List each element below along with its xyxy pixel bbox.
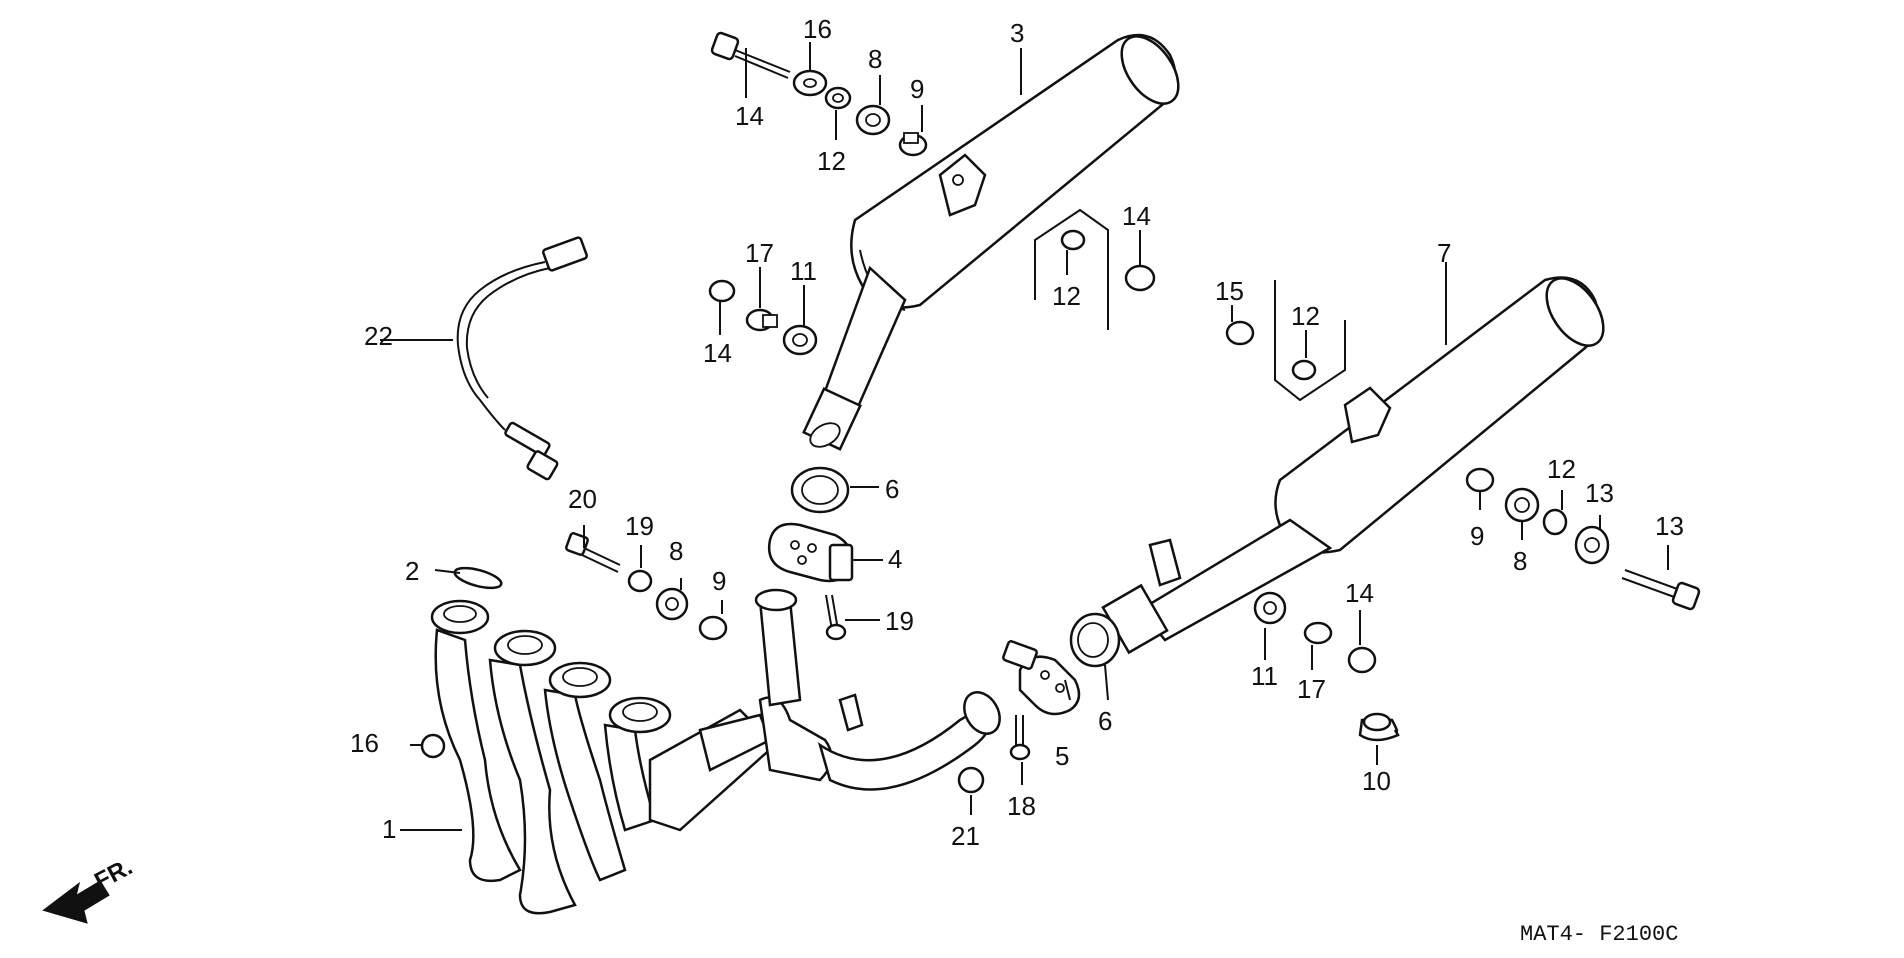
bolt-14-c <box>1225 320 1255 346</box>
grommet-8-lower-left <box>655 587 689 621</box>
callout-label: 8 <box>868 44 882 74</box>
callout-label: 20 <box>568 484 597 514</box>
callout-label: 1 <box>382 814 396 844</box>
callout-label: 18 <box>1007 791 1036 821</box>
washer-18 <box>627 569 653 593</box>
collar-9-upper <box>898 132 928 157</box>
callout-label: 7 <box>1437 238 1451 268</box>
callout-label: 8 <box>1513 546 1527 576</box>
callout-label: 11 <box>1251 661 1278 691</box>
callout-label: 3 <box>1010 18 1024 48</box>
callout-label: 2 <box>405 556 419 586</box>
bolt-19-lower <box>1009 715 1031 761</box>
leader-lines <box>380 42 1669 831</box>
callout-label: 13 <box>1585 478 1614 508</box>
nut-14-b <box>1124 264 1156 292</box>
callout-label: 17 <box>745 238 774 268</box>
bolt-13-lower <box>1621 569 1701 611</box>
callout-label: 6 <box>1098 706 1112 736</box>
collar-9-lower-right <box>1465 467 1495 493</box>
grommet-11-upper <box>782 324 818 356</box>
callout-label: 12 <box>817 146 846 176</box>
cap-10 <box>1358 712 1400 742</box>
diagram-code: MAT4- F2100C <box>1520 922 1678 947</box>
collar-17-upper <box>745 308 778 332</box>
callout-label: 22 <box>364 321 393 351</box>
muffler-lower <box>1101 276 1605 655</box>
callout-label: 4 <box>888 544 902 574</box>
callout-label: 12 <box>1547 454 1576 484</box>
clamp-lower <box>1002 640 1081 716</box>
callout-label: 15 <box>1215 276 1244 306</box>
callout-label: 14 <box>1345 578 1374 608</box>
callout-label: 8 <box>669 536 683 566</box>
callout-label: 16 <box>803 14 832 44</box>
washer-16-upper <box>792 69 828 97</box>
callout-label: 13 <box>1655 511 1684 541</box>
washer-12-lower-right <box>1542 508 1568 536</box>
gasket-upper <box>790 466 850 514</box>
callout-label: 14 <box>703 338 732 368</box>
callout-label: 12 <box>1291 301 1320 331</box>
bolt-upper <box>710 31 791 79</box>
washer-12-upper <box>824 86 852 110</box>
callout-label: 6 <box>885 474 899 504</box>
grommet-8-upper <box>855 104 891 136</box>
washer-16-lower-right <box>1574 525 1610 565</box>
collar-17-lower <box>1303 621 1333 645</box>
exhaust-header-pipes <box>430 588 1001 915</box>
callout-label: 19 <box>885 606 914 636</box>
muffler-upper <box>802 33 1180 451</box>
callout-label: 12 <box>1052 281 1081 311</box>
callout-label: 10 <box>1362 766 1391 796</box>
callout-label: 5 <box>1055 741 1069 771</box>
nut-14-d <box>1347 646 1377 674</box>
nut-15 <box>420 733 446 759</box>
gasket-lower <box>1069 612 1121 668</box>
callout-label: 21 <box>951 821 980 851</box>
callout-label: 9 <box>1470 521 1484 551</box>
callout-label: 16 <box>350 728 379 758</box>
callout-label: 14 <box>1122 201 1151 231</box>
callout-label: 17 <box>1297 674 1326 704</box>
bolt-14-a <box>708 279 736 303</box>
grommet-8-lower-right <box>1504 487 1540 523</box>
callout-label: 19 <box>625 511 654 541</box>
callout-label: 9 <box>712 566 726 596</box>
bracket-12-upper <box>1034 208 1109 330</box>
nut-21 <box>957 766 985 794</box>
callout-label: 11 <box>790 256 817 286</box>
grommet-11-lower <box>1253 591 1287 625</box>
bracket-12-lower <box>1274 280 1346 402</box>
callout-labels: 14 16 12 8 9 3 17 11 14 12 14 15 12 7 22… <box>350 14 1684 851</box>
bolt-19-upper <box>825 594 847 641</box>
front-direction-arrow: FR. <box>42 853 137 924</box>
callout-label: 9 <box>910 74 924 104</box>
clamp-upper <box>767 522 854 583</box>
collar-9-lower-left <box>698 615 728 641</box>
callout-label: 14 <box>735 101 764 131</box>
o2-sensor <box>456 236 588 481</box>
header-gasket <box>453 566 503 590</box>
bolt-20 <box>565 532 621 573</box>
